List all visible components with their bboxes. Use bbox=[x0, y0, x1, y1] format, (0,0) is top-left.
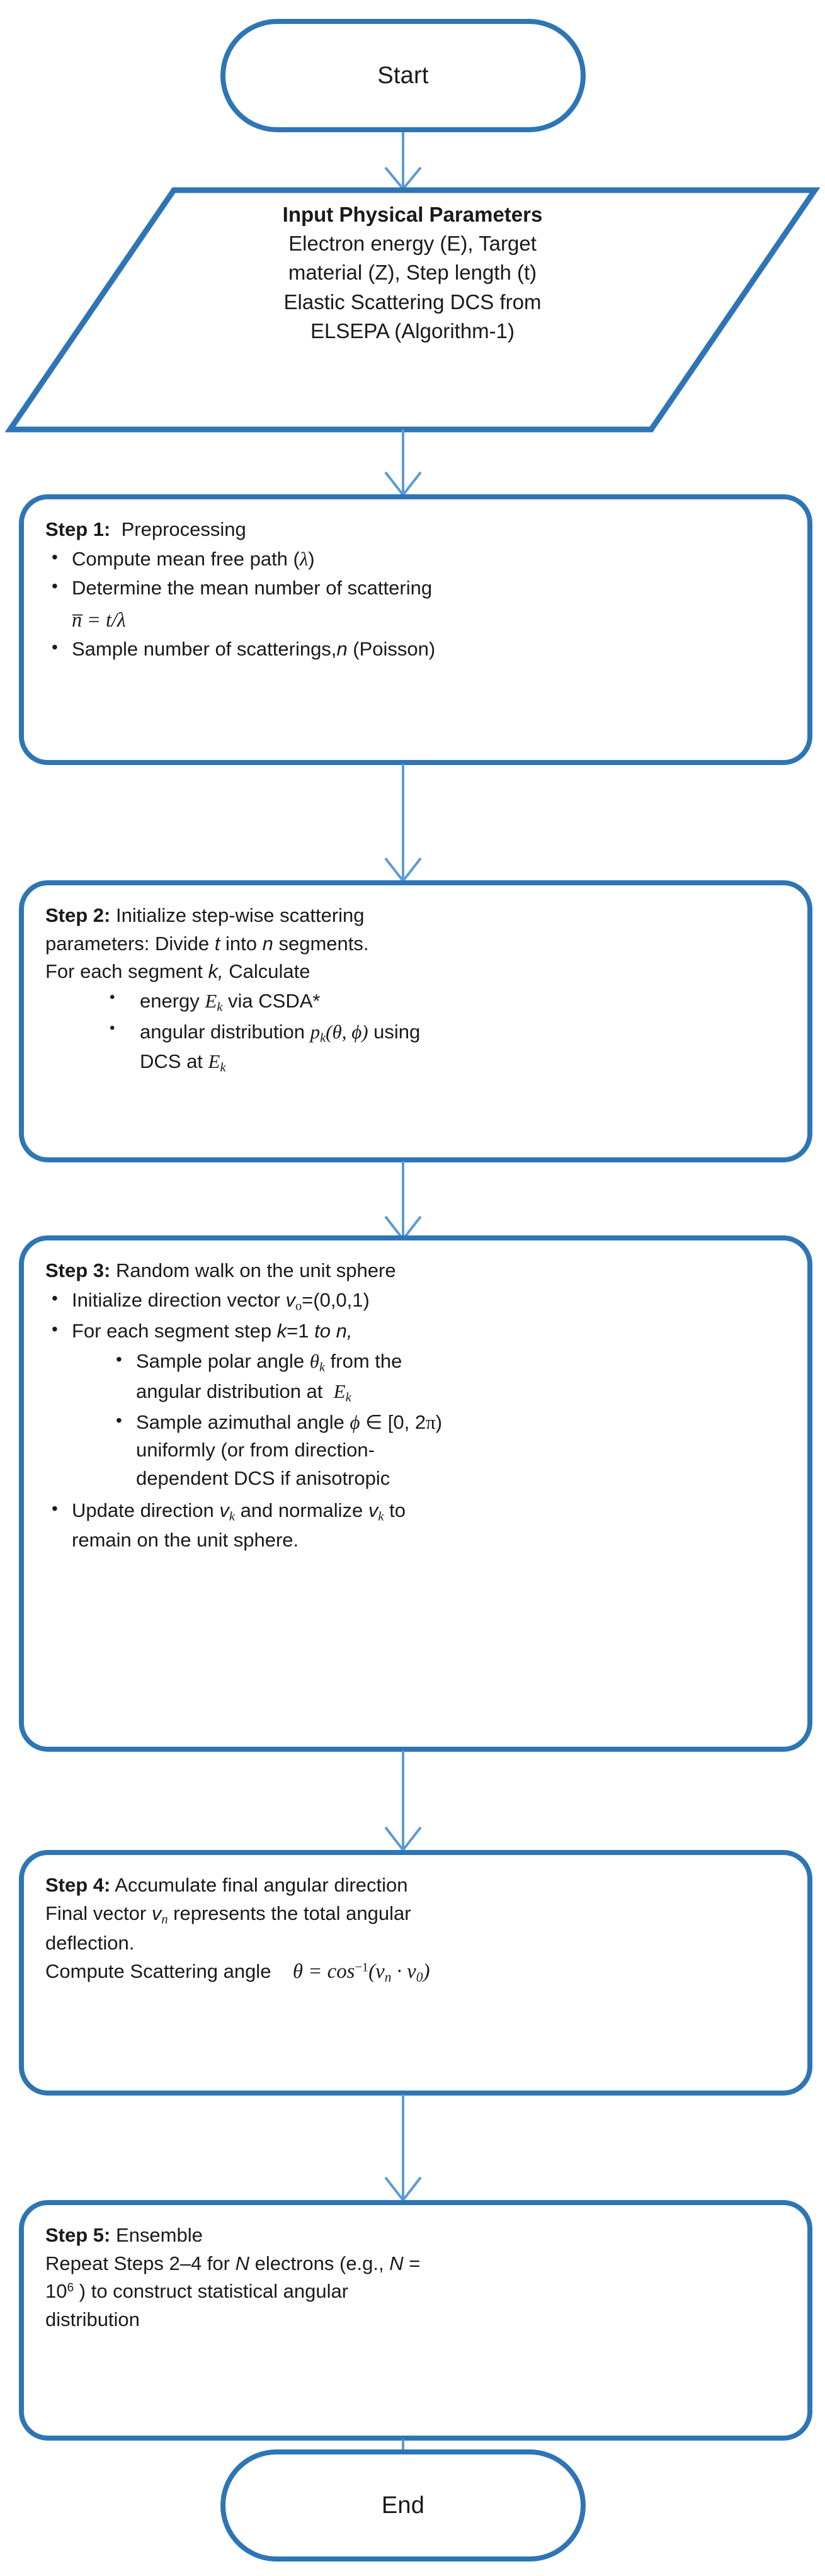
step4-line-3: Compute Scattering angle θ = cos−1(vn · … bbox=[45, 1957, 788, 1987]
step1-bullet-2: Determine the mean number of scattering … bbox=[45, 574, 788, 634]
input-line-2: material (Z), Step length (t) bbox=[288, 261, 537, 285]
input-line-4: ELSEPA (Algorithm-1) bbox=[310, 319, 515, 343]
step1-mean-number-equation: n̅ = t/λ bbox=[72, 608, 126, 631]
step5-label: Step 5: bbox=[45, 2224, 111, 2246]
step1-title: Preprocessing bbox=[121, 518, 246, 540]
node-input-physical-parameters[interactable]: Input Physical Parameters Electron energ… bbox=[0, 186, 825, 433]
node-start[interactable]: Start bbox=[220, 19, 586, 132]
connector-step1-to-step2 bbox=[0, 764, 825, 882]
step1-b1-tail: ) bbox=[308, 547, 315, 570]
input-line-1: Electron energy (E), Target bbox=[288, 232, 537, 256]
connector-step2-to-step3 bbox=[0, 1161, 825, 1240]
step2-bullet-1: energy Ek via CSDA* bbox=[106, 987, 788, 1017]
step4-line-1: Final vector vn represents the total ang… bbox=[45, 1902, 411, 1927]
step4-heading: Step 4: Accumulate final angular directi… bbox=[45, 1871, 788, 1900]
step4-body: Step 4: Accumulate final angular directi… bbox=[45, 1871, 788, 1988]
input-line-3: Elastic Scattering DCS from bbox=[283, 290, 542, 314]
connector-input-to-step1 bbox=[0, 429, 825, 496]
step3-bullet-3: Update direction vk and normalize vk to … bbox=[45, 1496, 788, 1555]
step2-heading: Step 2: Initialize step-wise scattering bbox=[45, 902, 788, 930]
step5-line-3: distribution bbox=[45, 2308, 140, 2330]
step1-b3-text: Sample number of scatterings, bbox=[72, 638, 337, 661]
node-end[interactable]: End bbox=[220, 2449, 586, 2562]
step5-exponent: 6 bbox=[67, 2281, 74, 2295]
step5-line-1: Repeat Steps 2–4 for N electrons (e.g., … bbox=[45, 2252, 421, 2274]
node-input-text: Input Physical Parameters Electron energ… bbox=[76, 200, 749, 346]
step4-compute-label: Compute Scattering angle bbox=[45, 1960, 271, 1983]
step1-b1-text: Compute mean free path ( bbox=[72, 547, 300, 570]
step3-bullet-1: Initialize direction vector vo=(0,0,1) bbox=[45, 1286, 788, 1316]
step4-line-2: deflection. bbox=[45, 1931, 135, 1954]
node-step2[interactable]: Step 2: Initialize step-wise scattering … bbox=[19, 880, 812, 1162]
step5-heading: Step 5: Ensemble bbox=[45, 2221, 788, 2250]
step3-subbullet-list: Sample polar angle θk from the angular d… bbox=[110, 1347, 788, 1493]
step3-heading: Step 3: Random walk on the unit sphere bbox=[45, 1257, 788, 1285]
connector-step4-to-step5 bbox=[0, 2094, 825, 2201]
step1-body: Step 1: Preprocessing Compute mean free … bbox=[45, 516, 788, 664]
node-step3[interactable]: Step 3: Random walk on the unit sphere I… bbox=[19, 1235, 812, 1752]
step3-title: Random walk on the unit sphere bbox=[115, 1259, 396, 1281]
step1-bullet-3: Sample number of scatterings,n (Poisson) bbox=[45, 635, 788, 664]
step3-subbullet-2: Sample azimuthal angle ϕ ∈ [0, 2π) unifo… bbox=[110, 1408, 788, 1493]
node-end-label: End bbox=[381, 2492, 425, 2519]
step5-body: Step 5: Ensemble Repeat Steps 2–4 for N … bbox=[45, 2221, 788, 2334]
step3-bullet-2: For each segment step k=1 to n, Sample p… bbox=[45, 1317, 788, 1493]
step2-line-1: parameters: Divide t into n segments. bbox=[45, 932, 369, 955]
node-step1[interactable]: Step 1: Preprocessing Compute mean free … bbox=[19, 494, 812, 765]
step4-scattering-angle-equation: θ = cos−1(vn · v0) bbox=[292, 1960, 430, 1985]
step1-b3-symbol: n bbox=[336, 638, 348, 661]
step1-bullet-list: Compute mean free path (λ) Determine the… bbox=[45, 545, 788, 664]
step1-label: Step 1: bbox=[45, 518, 111, 540]
step2-line-2: For each segment k, Calculate bbox=[45, 960, 310, 983]
step1-heading: Step 1: Preprocessing bbox=[45, 516, 788, 544]
connector-step3-to-step4 bbox=[0, 1750, 825, 1851]
step1-b3-tail: (Poisson) bbox=[347, 638, 436, 661]
step4-label: Step 4: bbox=[45, 1874, 111, 1896]
step5-line-2: 106 ) to construct statistical angular bbox=[45, 2280, 349, 2303]
step1-b1-symbol: λ bbox=[299, 547, 309, 570]
step3-label: Step 3: bbox=[45, 1259, 111, 1281]
step3-body: Step 3: Random walk on the unit sphere I… bbox=[45, 1257, 788, 1554]
step2-body: Step 2: Initialize step-wise scattering … bbox=[45, 902, 788, 1077]
node-step5[interactable]: Step 5: Ensemble Repeat Steps 2–4 for N … bbox=[19, 2200, 812, 2441]
node-start-label: Start bbox=[377, 62, 429, 89]
step2-bullet-2: angular distribution pk(θ, ϕ) using DCS … bbox=[106, 1018, 788, 1077]
parallelogram-outline bbox=[4, 187, 821, 433]
step2-title: Initialize step-wise scattering bbox=[115, 904, 365, 926]
step3-bullet-list: Initialize direction vector vo=(0,0,1) F… bbox=[45, 1286, 788, 1555]
step5-title: Ensemble bbox=[115, 2224, 203, 2246]
step2-label: Step 2: bbox=[45, 904, 111, 926]
input-heading: Input Physical Parameters bbox=[282, 203, 543, 226]
step4-title: Accumulate final angular direction bbox=[115, 1874, 408, 1896]
step3-subbullet-1: Sample polar angle θk from the angular d… bbox=[110, 1347, 788, 1407]
step1-bullet-1: Compute mean free path (λ) bbox=[45, 545, 788, 574]
node-step4[interactable]: Step 4: Accumulate final angular directi… bbox=[19, 1850, 812, 2096]
step1-b2-text: Determine the mean number of scattering bbox=[72, 577, 433, 599]
connector-start-to-input bbox=[0, 132, 825, 190]
step2-bullet-list: energy Ek via CSDA* angular distribution… bbox=[106, 987, 788, 1077]
